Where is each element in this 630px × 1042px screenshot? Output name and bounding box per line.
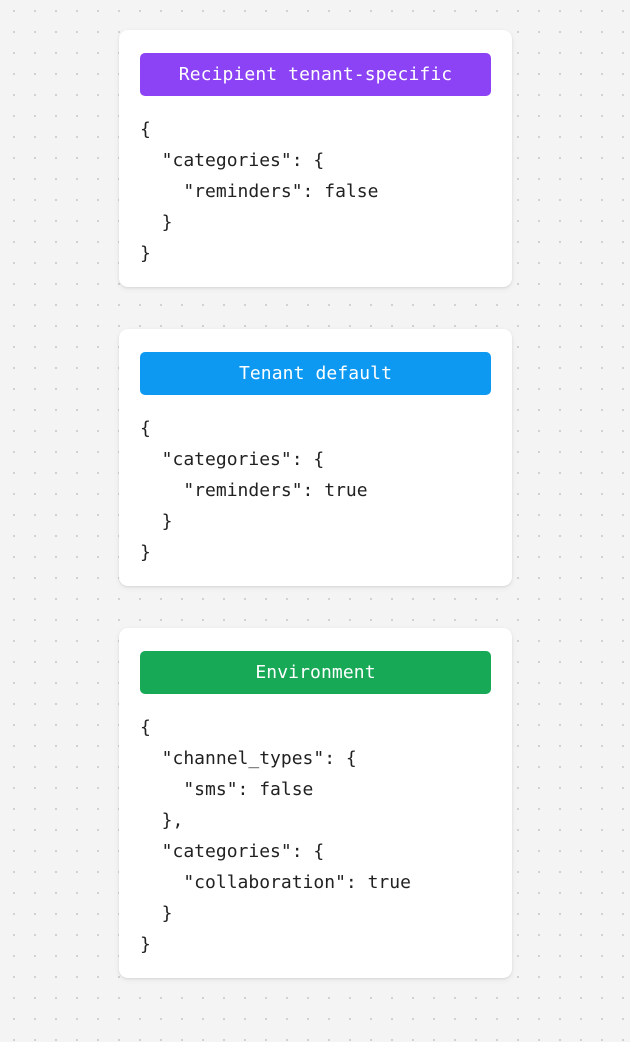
card-header-recipient-tenant-specific: Recipient tenant-specific: [140, 53, 491, 96]
preference-layer-card-tenant-default: Tenant default { "categories": { "remind…: [119, 329, 512, 586]
card-code-block-tenant-default: { "categories": { "reminders": true } }: [140, 418, 368, 563]
card-code-block-recipient-tenant-specific: { "categories": { "reminders": false } }: [140, 119, 379, 264]
card-code-block-environment: { "channel_types": { "sms": false }, "ca…: [140, 717, 411, 955]
preference-layer-stack: Recipient tenant-specific { "categories"…: [119, 30, 512, 978]
preference-layer-card-environment: Environment { "channel_types": { "sms": …: [119, 628, 512, 978]
preference-layer-card-recipient-tenant-specific: Recipient tenant-specific { "categories"…: [119, 30, 512, 287]
card-header-tenant-default: Tenant default: [140, 352, 491, 395]
card-header-environment: Environment: [140, 651, 491, 694]
